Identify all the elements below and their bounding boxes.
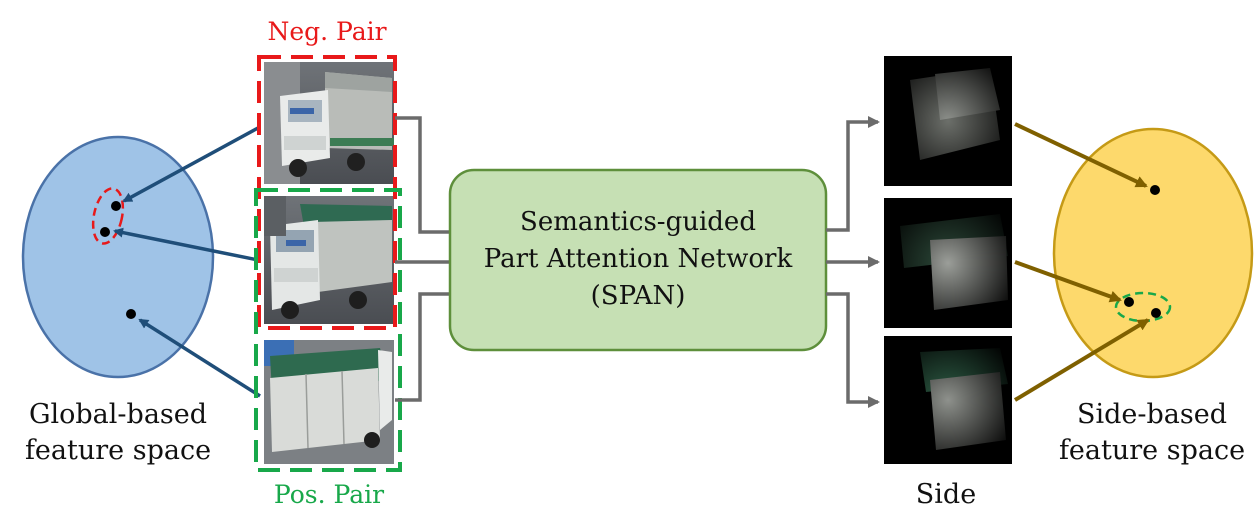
truck-image-2 bbox=[264, 196, 394, 324]
span-box bbox=[448, 168, 828, 352]
side-caption: Side bbox=[916, 479, 976, 510]
side-feature-space bbox=[1052, 127, 1254, 379]
span-module: Semantics-guided Part Attention Network … bbox=[448, 168, 828, 352]
input-connectors bbox=[395, 116, 450, 402]
truck-image-1 bbox=[264, 62, 394, 184]
global-point-pos2 bbox=[126, 309, 136, 319]
arrow-pos-to-global bbox=[138, 318, 261, 398]
global-point-pos1 bbox=[100, 227, 110, 237]
global-arrows bbox=[113, 126, 261, 398]
side-space-label-1: Side-based bbox=[1077, 399, 1227, 430]
global-point-neg bbox=[111, 201, 121, 211]
output-connectors bbox=[826, 116, 880, 408]
arrow-side3-to-space bbox=[1013, 318, 1150, 402]
side-attention-image-1 bbox=[884, 56, 1012, 186]
arrow-neg-to-global bbox=[122, 126, 259, 203]
side-point-1 bbox=[1150, 185, 1160, 195]
side-attention-image-2 bbox=[884, 198, 1012, 328]
span-title-3: (SPAN) bbox=[591, 281, 686, 311]
arrow-side1-to-space bbox=[1014, 122, 1148, 188]
side-arrows bbox=[1013, 122, 1150, 402]
side-point-2 bbox=[1124, 297, 1134, 307]
side-space-label-2: feature space bbox=[1059, 435, 1245, 466]
global-feature-space bbox=[21, 135, 215, 379]
side-attention-image-3 bbox=[884, 336, 1012, 464]
side-space-ellipse bbox=[1052, 127, 1254, 379]
side-point-3 bbox=[1151, 308, 1161, 318]
global-space-label-2: feature space bbox=[25, 435, 211, 466]
neg-pair-box bbox=[257, 55, 397, 330]
pos-pair-box bbox=[254, 188, 402, 472]
global-space-ellipse bbox=[21, 135, 215, 379]
truck-image-3 bbox=[264, 340, 394, 464]
span-title-2: Part Attention Network bbox=[484, 244, 793, 274]
neg-pair-label: Neg. Pair bbox=[267, 17, 386, 46]
neg-pair-cluster bbox=[91, 187, 125, 245]
span-title-1: Semantics-guided bbox=[520, 207, 756, 237]
arrow-mid-to-global bbox=[113, 227, 259, 262]
pos-pair-label: Pos. Pair bbox=[274, 480, 384, 509]
arrow-side2-to-space bbox=[1014, 260, 1122, 303]
global-space-label-1: Global-based bbox=[29, 399, 207, 430]
